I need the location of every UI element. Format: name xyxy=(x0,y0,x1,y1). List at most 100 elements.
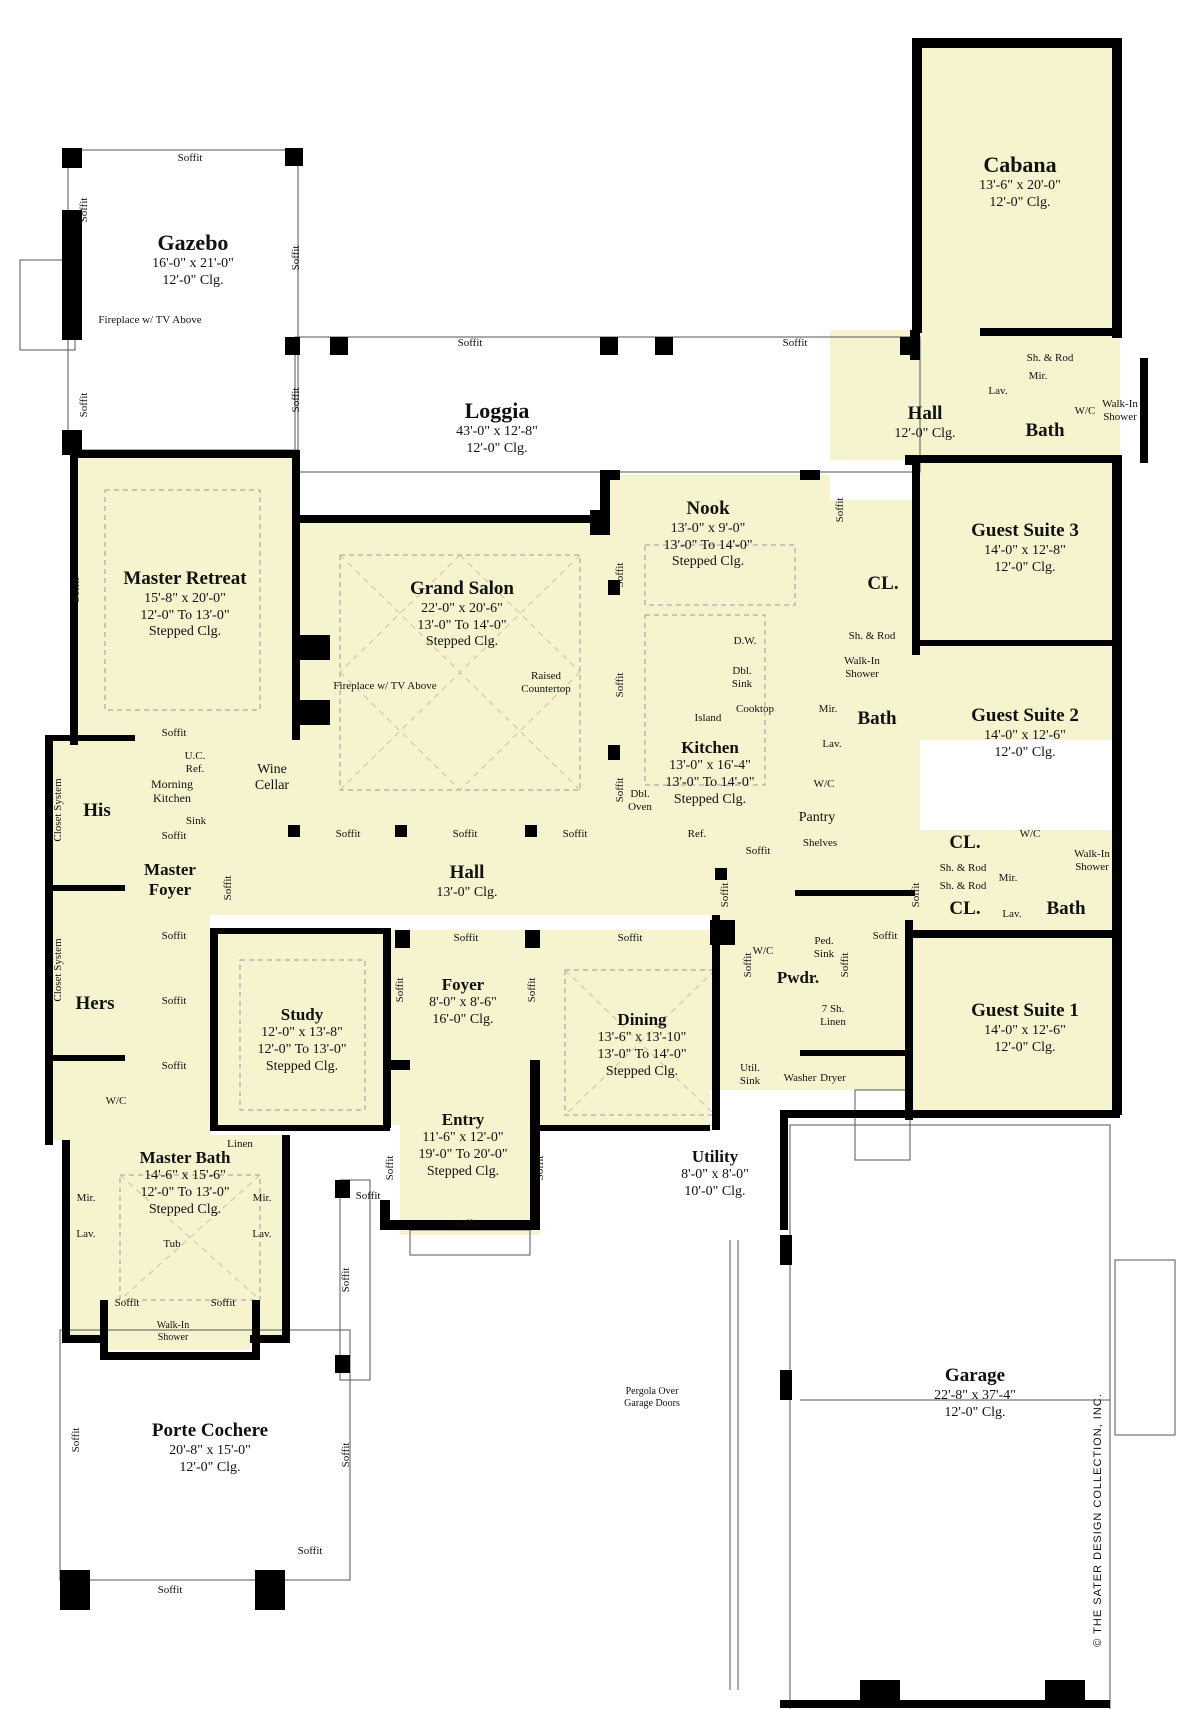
study-clg1: 12'-0" To 13'-0" xyxy=(257,1042,347,1058)
grand-salon-name: Grand Salon xyxy=(409,578,515,599)
guest2-mir: Mir. xyxy=(818,703,838,715)
grand-salon-clg2: Stepped Clg. xyxy=(425,634,499,650)
nook-label: Nook 13'-0" x 9'-0" 13'-0" To 14'-0" Ste… xyxy=(663,498,752,571)
closet-upper-label: CL. xyxy=(867,573,898,596)
kitchen-dims: 13'-0" x 16'-4" xyxy=(669,758,751,774)
nook-name: Nook xyxy=(686,498,730,519)
guest1-bath-name: Bath xyxy=(1046,898,1086,919)
soffit-label: Soffit xyxy=(742,952,754,978)
kitchen-island: Island xyxy=(694,712,722,724)
gazebo-clg: 12'-0" Clg. xyxy=(162,273,224,289)
soffit-label: Soffit xyxy=(70,577,82,603)
soffit-label: Soffit xyxy=(78,197,90,223)
powder-room-name: Pwdr. xyxy=(776,968,820,987)
soffit-label: Soffit xyxy=(453,932,479,944)
guest3-sh-rod: Sh. & Rod xyxy=(848,630,896,642)
entry-name: Entry xyxy=(441,1110,485,1129)
master-bath-lav-right: Lav. xyxy=(252,1228,272,1240)
closet-low-name: CL. xyxy=(949,898,981,919)
soffit-label: Soffit xyxy=(161,930,187,942)
gazebo-name: Gazebo xyxy=(157,230,229,255)
closet-mid-sh-rod: Sh. & Rod xyxy=(939,862,987,874)
pwdr-ped-sink: Ped. Sink xyxy=(813,935,835,960)
soffit-label: Soffit xyxy=(340,1442,352,1468)
guest2-walkin-shower: Walk-In Shower xyxy=(844,655,880,680)
soffit-label: Soffit xyxy=(78,392,90,418)
nook-dims: 13'-0" x 9'-0" xyxy=(670,520,746,536)
master-retreat-dims: 15'-8" x 20'-0" xyxy=(144,590,226,606)
guest-suite-3-clg: 12'-0" Clg. xyxy=(994,559,1056,575)
master-retreat-label: Master Retreat 15'-8" x 20'-0" 12'-0" To… xyxy=(123,568,246,641)
soffit-label: Soffit xyxy=(210,1297,236,1309)
porte-cochere-dims: 20'-8" x 15'-0" xyxy=(169,1442,251,1458)
foyer-name: Foyer xyxy=(441,975,485,994)
dining-dims: 13'-6" x 13'-10" xyxy=(597,1030,687,1046)
grand-salon-clg1: 13'-0" To 14'-0" xyxy=(417,617,507,633)
loggia-label: Loggia 43'-0" x 12'-8" 12'-0" Clg. xyxy=(456,398,538,458)
guest-suite-3-name: Guest Suite 3 xyxy=(971,520,1079,541)
dining-label: Dining 13'-6" x 13'-10" 13'-0" To 14'-0"… xyxy=(597,1010,686,1081)
master-foyer-label: Master Foyer xyxy=(130,860,210,901)
kitchen-label: Kitchen 13'-0" x 16'-4" 13'-0" To 14'-0"… xyxy=(665,738,754,809)
hers-closet-label: Hers xyxy=(75,993,114,1016)
hers-closet-system: Closet System xyxy=(52,938,64,1002)
kitchen-dbl-sink: Dbl. Sink xyxy=(731,665,753,690)
guest2-wc: W/C xyxy=(813,778,835,790)
soffit-label: Soffit xyxy=(452,828,478,840)
study-label: Study 12'-0" x 13'-8" 12'-0" To 13'-0" S… xyxy=(257,1005,346,1076)
master-bath-mir-right: Mir. xyxy=(252,1192,272,1204)
garage-name: Garage xyxy=(944,1365,1006,1386)
soffit-label: Soffit xyxy=(161,1060,187,1072)
guest2-bath-label: Bath xyxy=(857,708,896,731)
morning-kitchen: Morning Kitchen xyxy=(151,777,193,805)
nook-clg2: Stepped Clg. xyxy=(671,554,745,570)
master-retreat-clg2: Stepped Clg. xyxy=(148,624,222,640)
guest2-lav: Lav. xyxy=(822,738,842,750)
pantry-shelves: Shelves xyxy=(802,837,838,849)
entry-dims: 11'-6" x 12'-0" xyxy=(422,1130,504,1146)
loggia-name: Loggia xyxy=(464,398,530,423)
guest-suite-1-name: Guest Suite 1 xyxy=(971,1000,1079,1021)
soffit-label: Soffit xyxy=(839,952,851,978)
guest-suite-1-label: Guest Suite 1 14'-0" x 12'-6" 12'-0" Clg… xyxy=(971,1000,1079,1056)
kitchen-dw: D.W. xyxy=(733,635,757,647)
guest-suite-3-dims: 14'-0" x 12'-8" xyxy=(984,542,1066,558)
pergola-note: Pergola Over Garage Doors xyxy=(624,1386,680,1409)
kitchen-cooktop: Cooktop xyxy=(736,703,774,715)
cabana-wc: W/C xyxy=(1074,405,1096,417)
cabana-lav: Lav. xyxy=(988,385,1008,397)
cabana-bath-label: Bath xyxy=(1025,420,1064,443)
ceiling-patterns xyxy=(104,489,796,1301)
raised-countertop: Raised Countertop xyxy=(521,670,571,695)
wine-cellar: Wine Cellar xyxy=(254,762,290,794)
soffit-label: Soffit xyxy=(534,1155,546,1181)
entry-clg1: 19'-0" To 20'-0" xyxy=(418,1147,508,1163)
soffit-label: Soffit xyxy=(222,875,234,901)
guest-suite-2-name: Guest Suite 2 xyxy=(971,705,1079,726)
guest1-walkin-shower: Walk-In Shower xyxy=(1074,848,1110,873)
soffit-label: Soffit xyxy=(526,977,538,1003)
kitchen-ref: Ref. xyxy=(687,828,707,840)
walls xyxy=(45,38,1148,1708)
kitchen-name: Kitchen xyxy=(681,738,739,757)
washer: Washer xyxy=(783,1072,817,1084)
soffit-label: Soffit xyxy=(457,337,483,349)
soffit-label: Soffit xyxy=(782,337,808,349)
closet-low-sh-rod: Sh. & Rod xyxy=(939,880,987,892)
soffit-label: Soffit xyxy=(177,152,203,164)
soffit-label: Soffit xyxy=(114,1297,140,1309)
master-bath-tub: Tub xyxy=(163,1238,181,1250)
closet-low-label: CL. xyxy=(949,898,980,921)
dining-clg2: Stepped Clg. xyxy=(605,1063,679,1079)
soffit-label: Soffit xyxy=(719,882,731,908)
gazebo-label: Gazebo 16'-0" x 21'-0" 12'-0" Clg. xyxy=(152,230,234,290)
grand-salon-dims: 22'-0" x 20'-6" xyxy=(421,600,503,616)
guest1-wc: W/C xyxy=(1019,828,1041,840)
porte-cochere-clg: 12'-0" Clg. xyxy=(179,1459,241,1475)
soffit-label: Soffit xyxy=(614,562,626,588)
study-name: Study xyxy=(280,1005,324,1024)
his-closet-name: His xyxy=(83,800,111,821)
loggia-dims: 43'-0" x 12'-8" xyxy=(456,424,538,440)
study-dims: 12'-0" x 13'-8" xyxy=(261,1025,343,1041)
entry-clg2: Stepped Clg. xyxy=(426,1163,500,1179)
